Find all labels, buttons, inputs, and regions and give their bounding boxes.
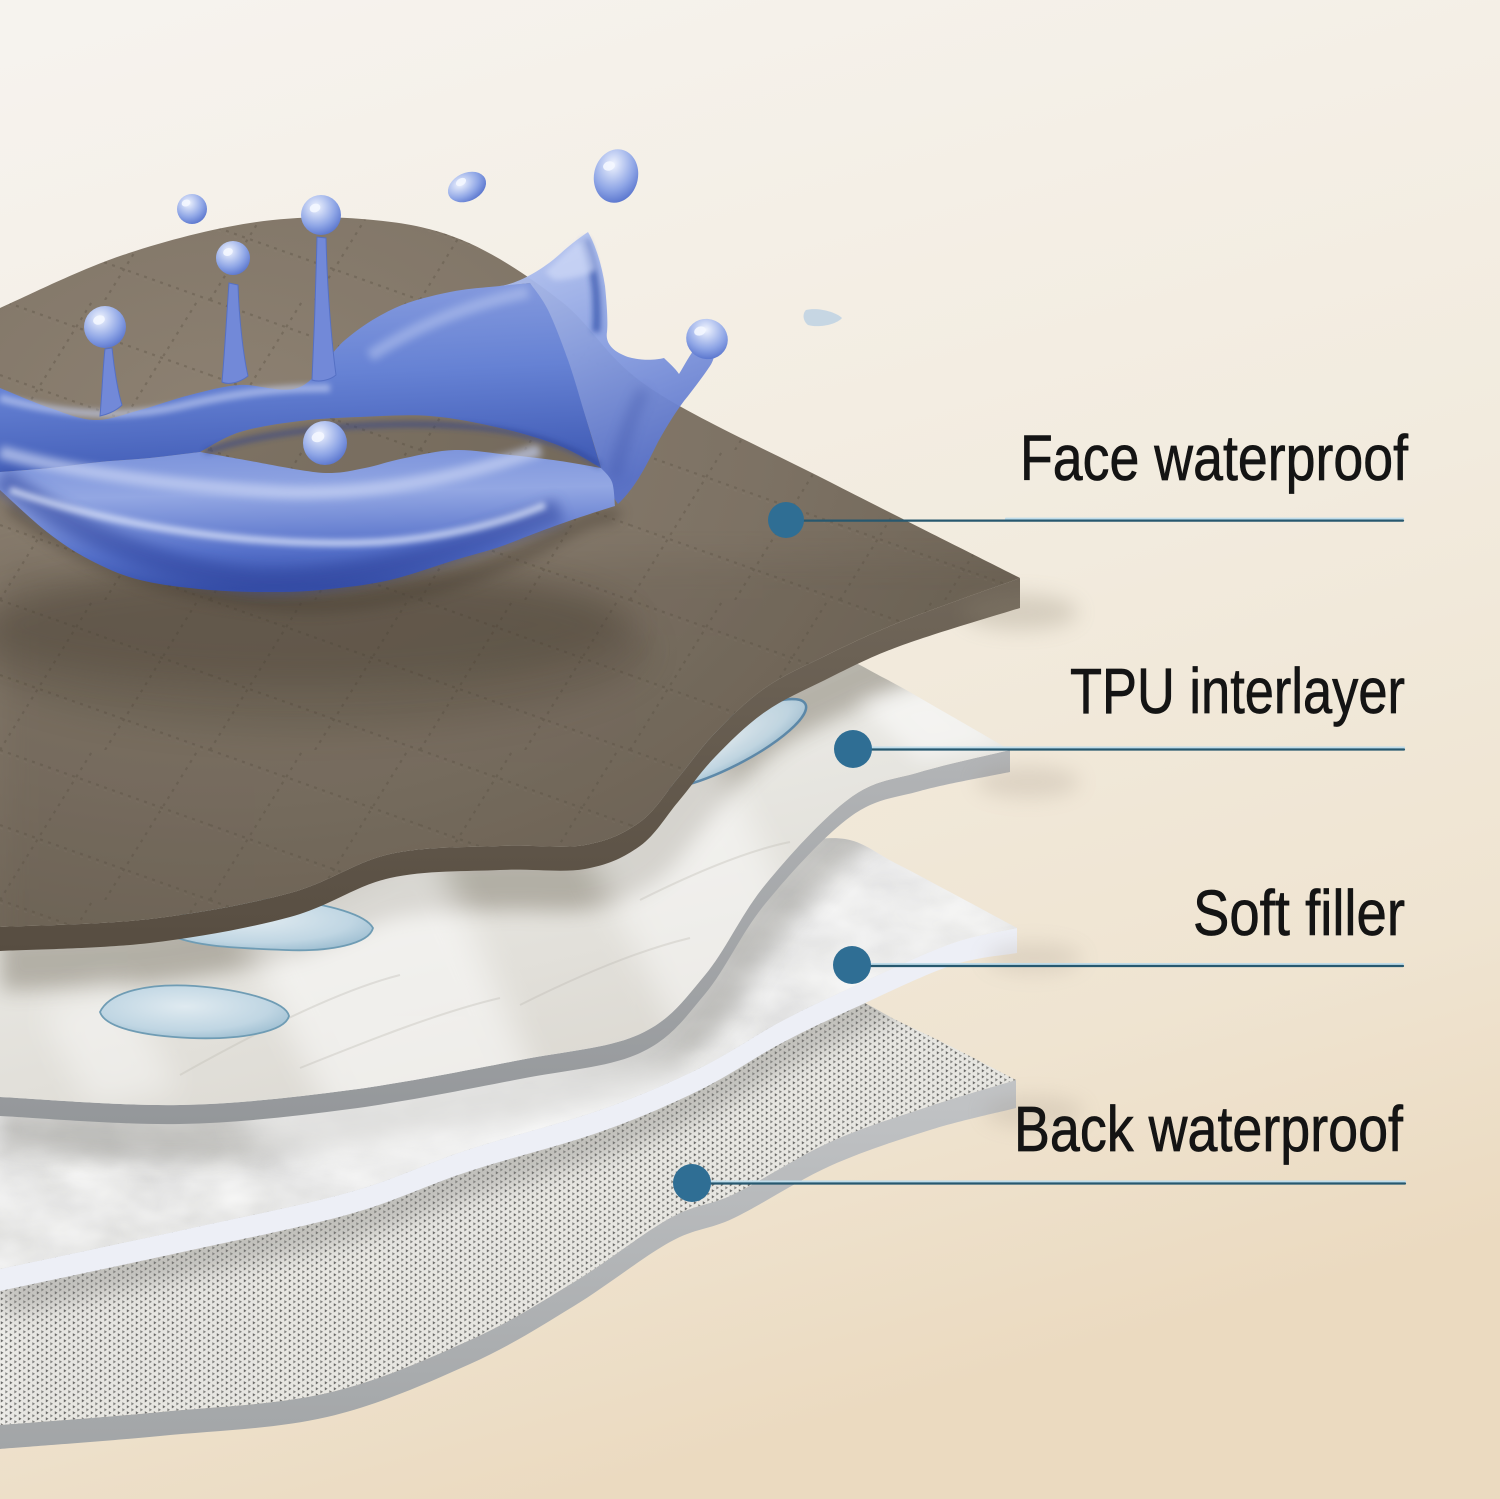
svg-text:Back waterproof: Back waterproof bbox=[1014, 1093, 1403, 1165]
svg-text:TPU interlayer: TPU interlayer bbox=[1070, 655, 1405, 727]
svg-text:Face waterproof: Face waterproof bbox=[1020, 422, 1408, 494]
svg-text:Soft filler: Soft filler bbox=[1193, 877, 1405, 949]
